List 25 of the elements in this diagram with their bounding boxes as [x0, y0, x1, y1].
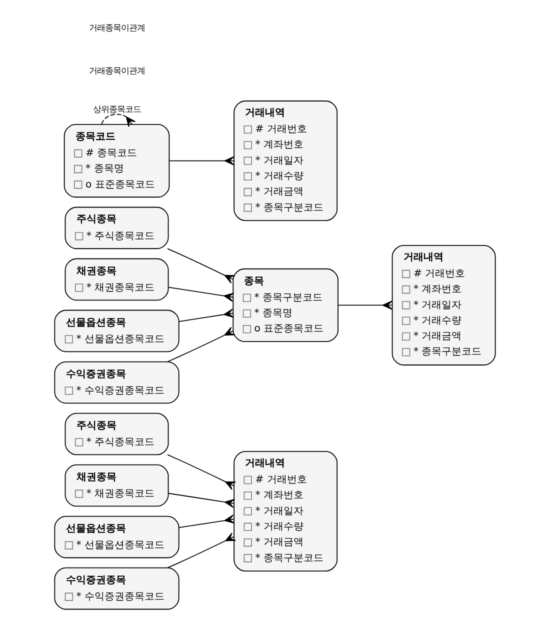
connector	[178, 308, 234, 322]
connector	[166, 454, 236, 490]
label: 거래종목이관계	[88, 66, 144, 76]
connector	[337, 300, 392, 310]
node-box: 채권종목 * 채권종목코드	[64, 258, 168, 301]
node-box: 선물옵션종목 * 선물옵션종목코드	[54, 310, 179, 352]
node-box: 채권종목 * 채권종목코드	[64, 464, 168, 507]
node-box: 거래내역 # 거래번호 * 계좌번호 * 거래일자 * 거래수량 * 거래금액 * 종목구분코드	[391, 244, 496, 366]
label: 거래종목이관계	[88, 22, 144, 32]
connector	[178, 514, 234, 528]
node-box: 주식종목 * 주식종목코드	[64, 206, 168, 250]
node-box: 거래내역 # 거래번호 * 계좌번호 * 거래일자 * 거래수량 * 거래금액 * 종목구분코드	[233, 100, 338, 222]
connector	[168, 156, 234, 166]
connector	[168, 286, 234, 302]
connector	[168, 492, 235, 508]
node-box: 선물옵션종목 * 선물옵션종목코드	[54, 516, 179, 558]
node-box: 거래내역 # 거래번호 * 계좌번호 * 거래일자 * 거래수량 * 거래금액 * 종목구분코드	[233, 451, 338, 572]
connector	[100, 114, 136, 128]
edge-label: 상위종목코드	[92, 104, 140, 114]
node-box: 수익증권종목 * 수익증권종목코드	[54, 567, 179, 610]
node-box: 종목코드 # 종목코드 * 종목명 o 표준종목코드	[63, 124, 170, 198]
connector	[166, 248, 235, 284]
node-box: 수익증권종목 * 수익증권종목코드	[54, 361, 179, 404]
node-box: 주식종목 * 주식종목코드	[64, 412, 168, 456]
node-box: 종목 * 종목구분코드 * 종목명 o 표준종목코드	[232, 268, 338, 342]
